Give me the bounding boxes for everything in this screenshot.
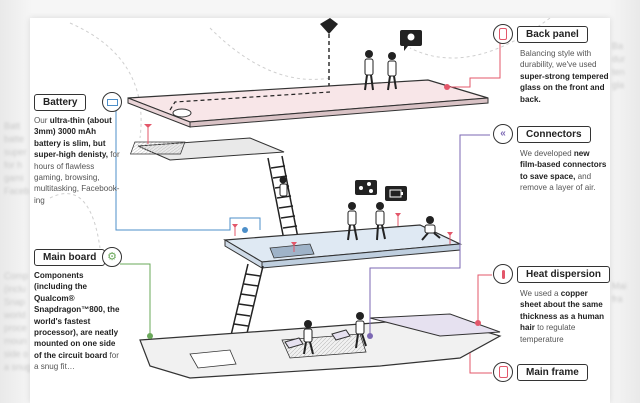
main-board-layer <box>139 313 502 379</box>
heat-dispersion-text-lead: We used a <box>520 289 561 298</box>
battery-plate-workers <box>347 202 441 241</box>
back-panel-layer <box>127 79 489 128</box>
frame-icon <box>493 362 513 382</box>
climbing-worker <box>279 176 288 197</box>
main-frame-label: Main frame <box>517 364 588 381</box>
battery-plate-layer <box>223 224 463 269</box>
exploded-phone-diagram: Back panel Balancing style with durabili… <box>30 18 610 403</box>
heat-dispersion-text-bold: copper sheet about the same thickness as… <box>520 289 605 333</box>
main-board-description: Components (including the Qualcom® Snapd… <box>34 270 124 373</box>
battery-text-bold: ultra-thin (about 3mm) 3000 mAh battery … <box>34 116 112 160</box>
molecule-icon <box>355 180 377 195</box>
battery-label: Battery <box>34 94 87 111</box>
main-board-workers <box>284 312 367 355</box>
battery-icon <box>102 92 122 112</box>
connectors-label: Connectors <box>517 126 591 143</box>
dashed-tracks <box>49 18 551 249</box>
chevrons-icon: « <box>493 124 513 144</box>
back-panel-text-bold: super-strong tempered glass on the front… <box>520 71 609 104</box>
battery-text-tail: for hours of flawless gaming, browsing, … <box>34 150 120 205</box>
battery-bubble-icon <box>385 186 407 201</box>
battery-text-lead: Our <box>34 116 50 125</box>
heat-dispersion-label: Heat dispersion <box>517 266 610 283</box>
battery-description: Our ultra-thin (about 3mm) 3000 mAh batt… <box>34 115 122 206</box>
diagram-artwork <box>49 18 551 379</box>
connectors-description: We developed new film-based connectors t… <box>520 148 608 194</box>
heart-pin-icon <box>320 18 338 88</box>
connectors-text-lead: We developed <box>520 149 574 158</box>
connectors-text-bold: new film-based connectors to save space, <box>520 149 607 181</box>
ghost-text-left-2: Comp (inclu Snap world proce moun side o… <box>4 271 32 372</box>
heat-dispersion-description: We used a copper sheet about the same th… <box>520 288 608 345</box>
ghost-text-right: Ba dur ten gla <box>612 41 626 90</box>
ghost-text-right-2: Mai fra <box>612 281 627 304</box>
phone-icon <box>493 24 513 44</box>
ladder-upper <box>267 155 299 241</box>
gears-icon: ⚙ <box>102 247 122 267</box>
main-board-text-tail: for a snug fit… <box>34 350 120 372</box>
connectors-text-tail: and remove a layer of air. <box>520 171 596 193</box>
heat-dispersion-text-tail: to regulate temperature <box>520 323 576 344</box>
lightbulb-icon <box>400 30 422 51</box>
back-panel-text-lead: Balancing style with durability, we've u… <box>520 49 597 70</box>
back-panel-workers <box>364 50 397 91</box>
back-panel-description: Balancing style with durability, we've u… <box>520 48 610 105</box>
ghost-text-left: Batt batte super for h gami Faceb <box>4 121 30 196</box>
main-board-text-bold: Components (including the Qualcom® Snapd… <box>34 271 120 360</box>
flag-markers <box>232 213 453 252</box>
main-board-label: Main board <box>34 249 106 266</box>
back-panel-label: Back panel <box>517 26 588 43</box>
thermometer-icon <box>493 264 513 284</box>
battery-board-layer <box>129 124 285 161</box>
